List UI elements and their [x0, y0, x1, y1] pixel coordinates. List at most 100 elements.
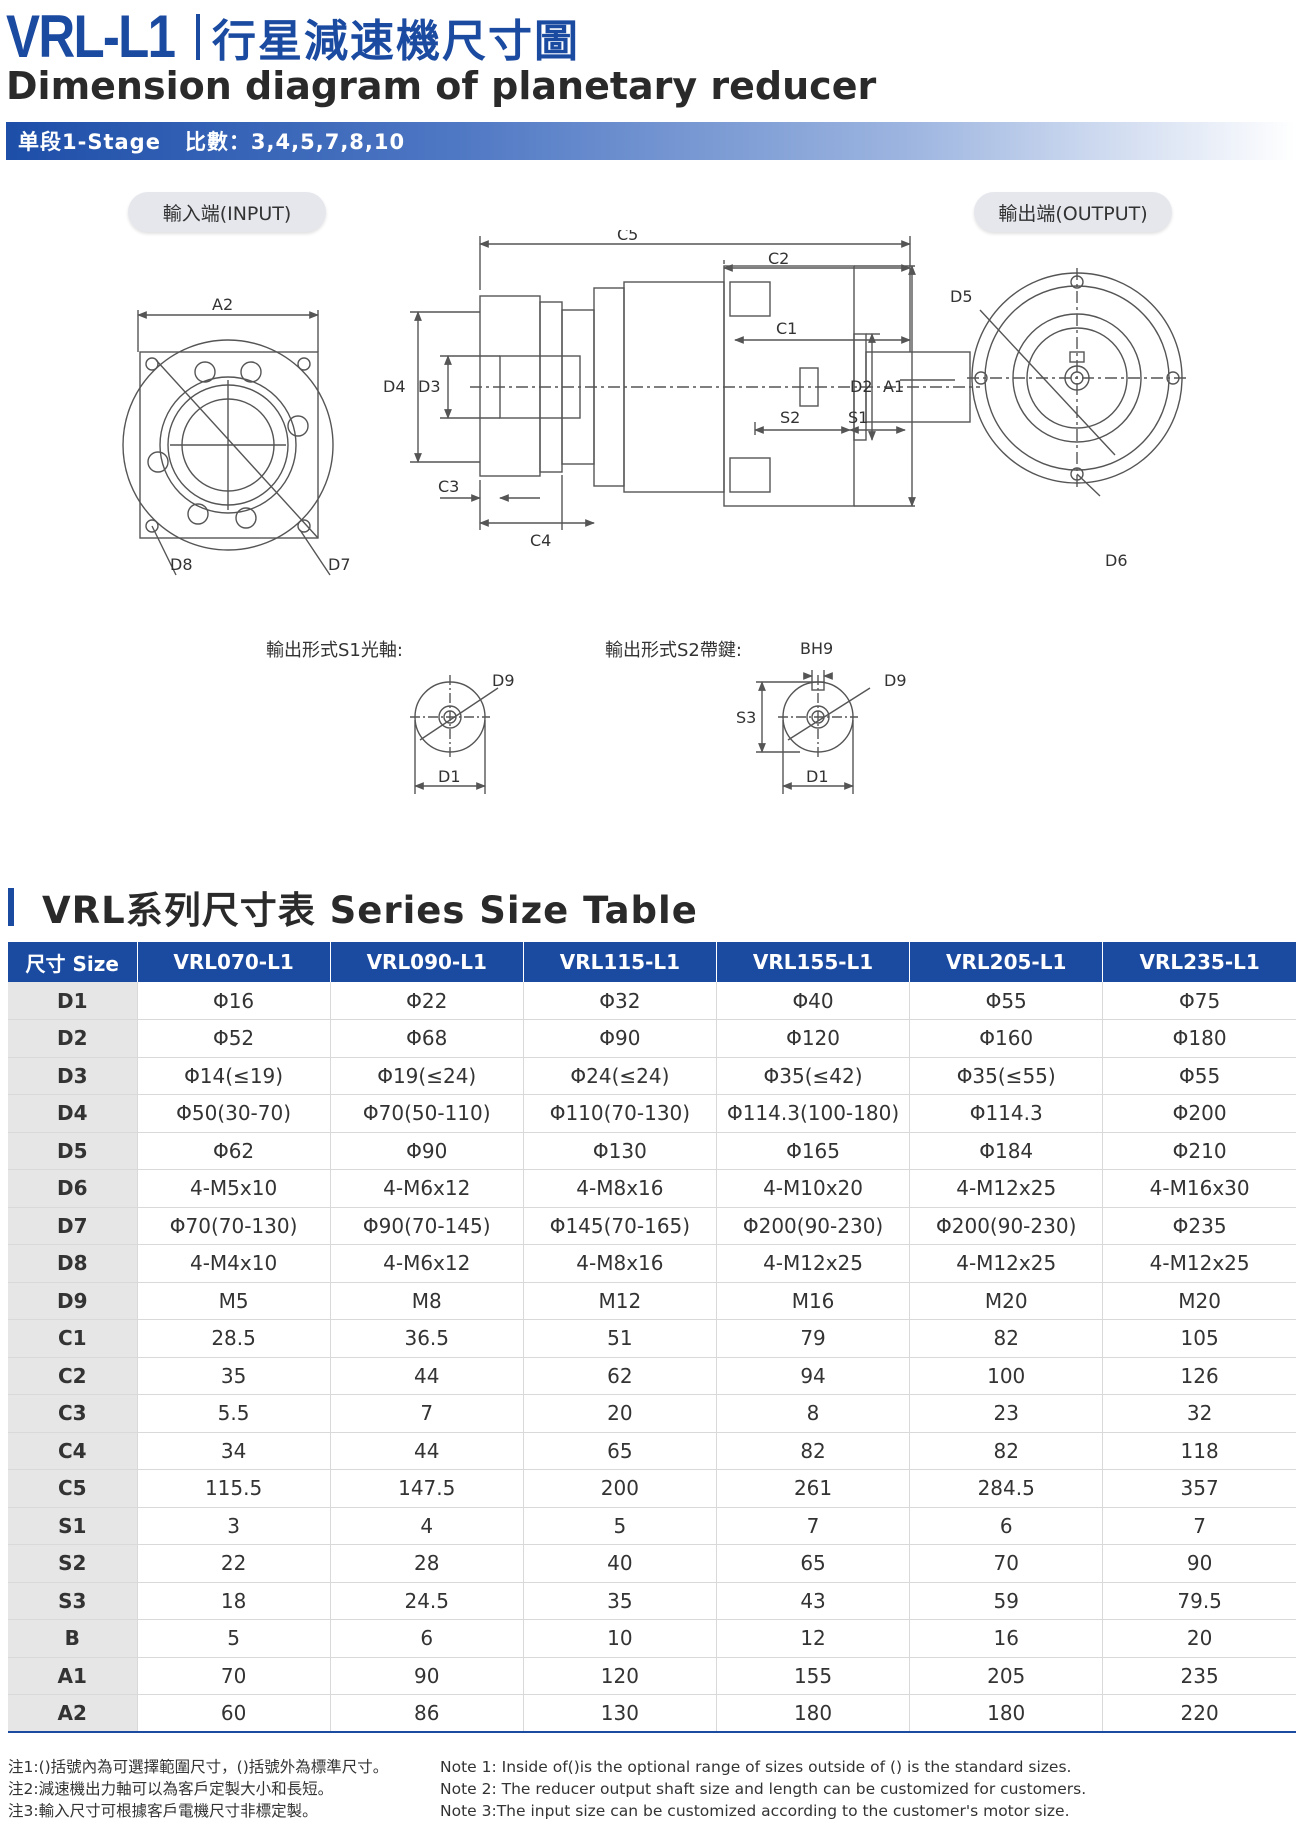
table-cell: 7 — [1102, 1507, 1296, 1545]
dim-BH9: BH9 — [800, 639, 833, 658]
table-cell: 4-M8x16 — [523, 1169, 717, 1208]
table-cell: 126 — [1102, 1357, 1296, 1395]
row-header-cell: D1 — [8, 982, 138, 1020]
note-cn-3: 注3:輸入尺寸可根據客戶電機尺寸非標定製。 — [8, 1802, 318, 1820]
table-cell: 4-M6x12 — [330, 1244, 524, 1283]
table-cell: 115.5 — [137, 1469, 331, 1508]
table-cell: 70 — [909, 1544, 1104, 1583]
table-cell: 10 — [523, 1619, 717, 1658]
table-cell: 82 — [909, 1432, 1104, 1470]
row-header-cell: D7 — [8, 1207, 138, 1245]
row-header-cell: S2 — [8, 1544, 138, 1583]
header-cell: VRL070-L1 — [137, 942, 331, 982]
table-header-row: 尺寸 Size VRL070-L1 VRL090-L1 VRL115-L1 VR… — [8, 942, 1296, 982]
table-cell: 147.5 — [330, 1469, 524, 1508]
row-header-cell: D9 — [8, 1282, 138, 1320]
note-en-3: Note 3:The input size can be customized … — [440, 1802, 1070, 1820]
side-view — [410, 236, 980, 530]
output-end-view — [967, 268, 1187, 497]
table-cell: Φ200(90-230) — [716, 1207, 911, 1245]
row-header-cell: B — [8, 1619, 138, 1658]
table-cell: 60 — [137, 1694, 331, 1733]
header-cell: VRL115-L1 — [523, 942, 717, 982]
dim-D9-s2: D9 — [884, 671, 907, 690]
dim-D2: D2 — [850, 377, 873, 396]
series-size-table: 尺寸 Size VRL070-L1 VRL090-L1 VRL115-L1 VR… — [8, 942, 1296, 1733]
table-cell: 4-M12x25 — [716, 1244, 911, 1283]
dim-C4: C4 — [530, 531, 551, 550]
note-cn-2: 注2:減速機出力軸可以為客戶定製大小和長短。 — [8, 1780, 334, 1798]
table-cell: 4-M10x20 — [716, 1169, 911, 1208]
table-cell: 36.5 — [330, 1319, 524, 1358]
notes-english: Note 1: Inside of()is the optional range… — [440, 1756, 1086, 1822]
table-cell: Φ70(70-130) — [137, 1207, 331, 1245]
table-cell: 35 — [137, 1357, 331, 1395]
note-en-1: Note 1: Inside of()is the optional range… — [440, 1758, 1072, 1776]
row-header-cell: D4 — [8, 1094, 138, 1133]
row-header-cell: D6 — [8, 1169, 138, 1208]
table-cell: 18 — [137, 1582, 331, 1620]
table-cell: Φ16 — [137, 982, 331, 1020]
table-cell: M12 — [523, 1282, 717, 1320]
table-cell: 28.5 — [137, 1319, 331, 1358]
s1-output-label: 輸出形式S1光軸: — [266, 640, 403, 661]
table-cell: 32 — [1102, 1394, 1296, 1433]
note-en-2: Note 2: The reducer output shaft size an… — [440, 1780, 1087, 1798]
row-header-cell: A2 — [8, 1694, 138, 1733]
table-cell: 82 — [909, 1319, 1104, 1358]
dim-C3: C3 — [438, 477, 459, 496]
row-header-cell: A1 — [8, 1657, 138, 1695]
title-divider — [196, 13, 200, 60]
row-header-cell: C5 — [8, 1469, 138, 1508]
table-cell: 180 — [716, 1694, 911, 1733]
table-cell: M20 — [909, 1282, 1104, 1320]
table-cell: 59 — [909, 1582, 1104, 1620]
dim-A1: A1 — [883, 377, 904, 396]
table-cell: Φ200(90-230) — [909, 1207, 1104, 1245]
dim-A2: A2 — [212, 295, 233, 314]
row-header-cell: C1 — [8, 1319, 138, 1358]
table-cell: Φ184 — [909, 1132, 1104, 1170]
table-cell: 44 — [330, 1432, 524, 1470]
row-header-cell: D8 — [8, 1244, 138, 1283]
table-cell: 28 — [330, 1544, 524, 1583]
table-cell: 79 — [716, 1319, 911, 1358]
table-cell: 65 — [716, 1544, 911, 1583]
row-header-cell: C4 — [8, 1432, 138, 1470]
row-header-cell: D3 — [8, 1057, 138, 1095]
stage-label: 单段1-Stage — [18, 130, 161, 154]
table-cell: Φ200 — [1102, 1094, 1296, 1133]
table-cell: 100 — [909, 1357, 1104, 1395]
table-cell: 200 — [523, 1469, 717, 1508]
size-table-heading: VRL系列尺寸表 Series Size Table — [8, 880, 698, 934]
table-cell: 180 — [909, 1694, 1104, 1733]
table-cell: 65 — [523, 1432, 717, 1470]
table-cell: Φ40 — [716, 982, 911, 1020]
table-cell: 34 — [137, 1432, 331, 1470]
ratio-label: 比數：3,4,5,7,8,10 — [184, 130, 406, 154]
table-cell: 4-M12x25 — [909, 1169, 1104, 1208]
table-cell: 44 — [330, 1357, 524, 1395]
table-cell: 62 — [523, 1357, 717, 1395]
table-cell: 284.5 — [909, 1469, 1104, 1508]
table-cell: 5.5 — [137, 1394, 331, 1433]
table-cell: Φ165 — [716, 1132, 911, 1170]
table-cell: Φ90 — [523, 1019, 717, 1058]
header-cell: 尺寸 Size — [8, 942, 138, 982]
english-title: Dimension diagram of planetary reducer — [6, 64, 877, 108]
table-cell: 118 — [1102, 1432, 1296, 1470]
table-cell: 24.5 — [330, 1582, 524, 1620]
size-table-title: VRL系列尺寸表 Series Size Table — [42, 889, 698, 932]
table-cell: 4-M5x10 — [137, 1169, 331, 1208]
table-cell: Φ50(30-70) — [137, 1094, 331, 1133]
